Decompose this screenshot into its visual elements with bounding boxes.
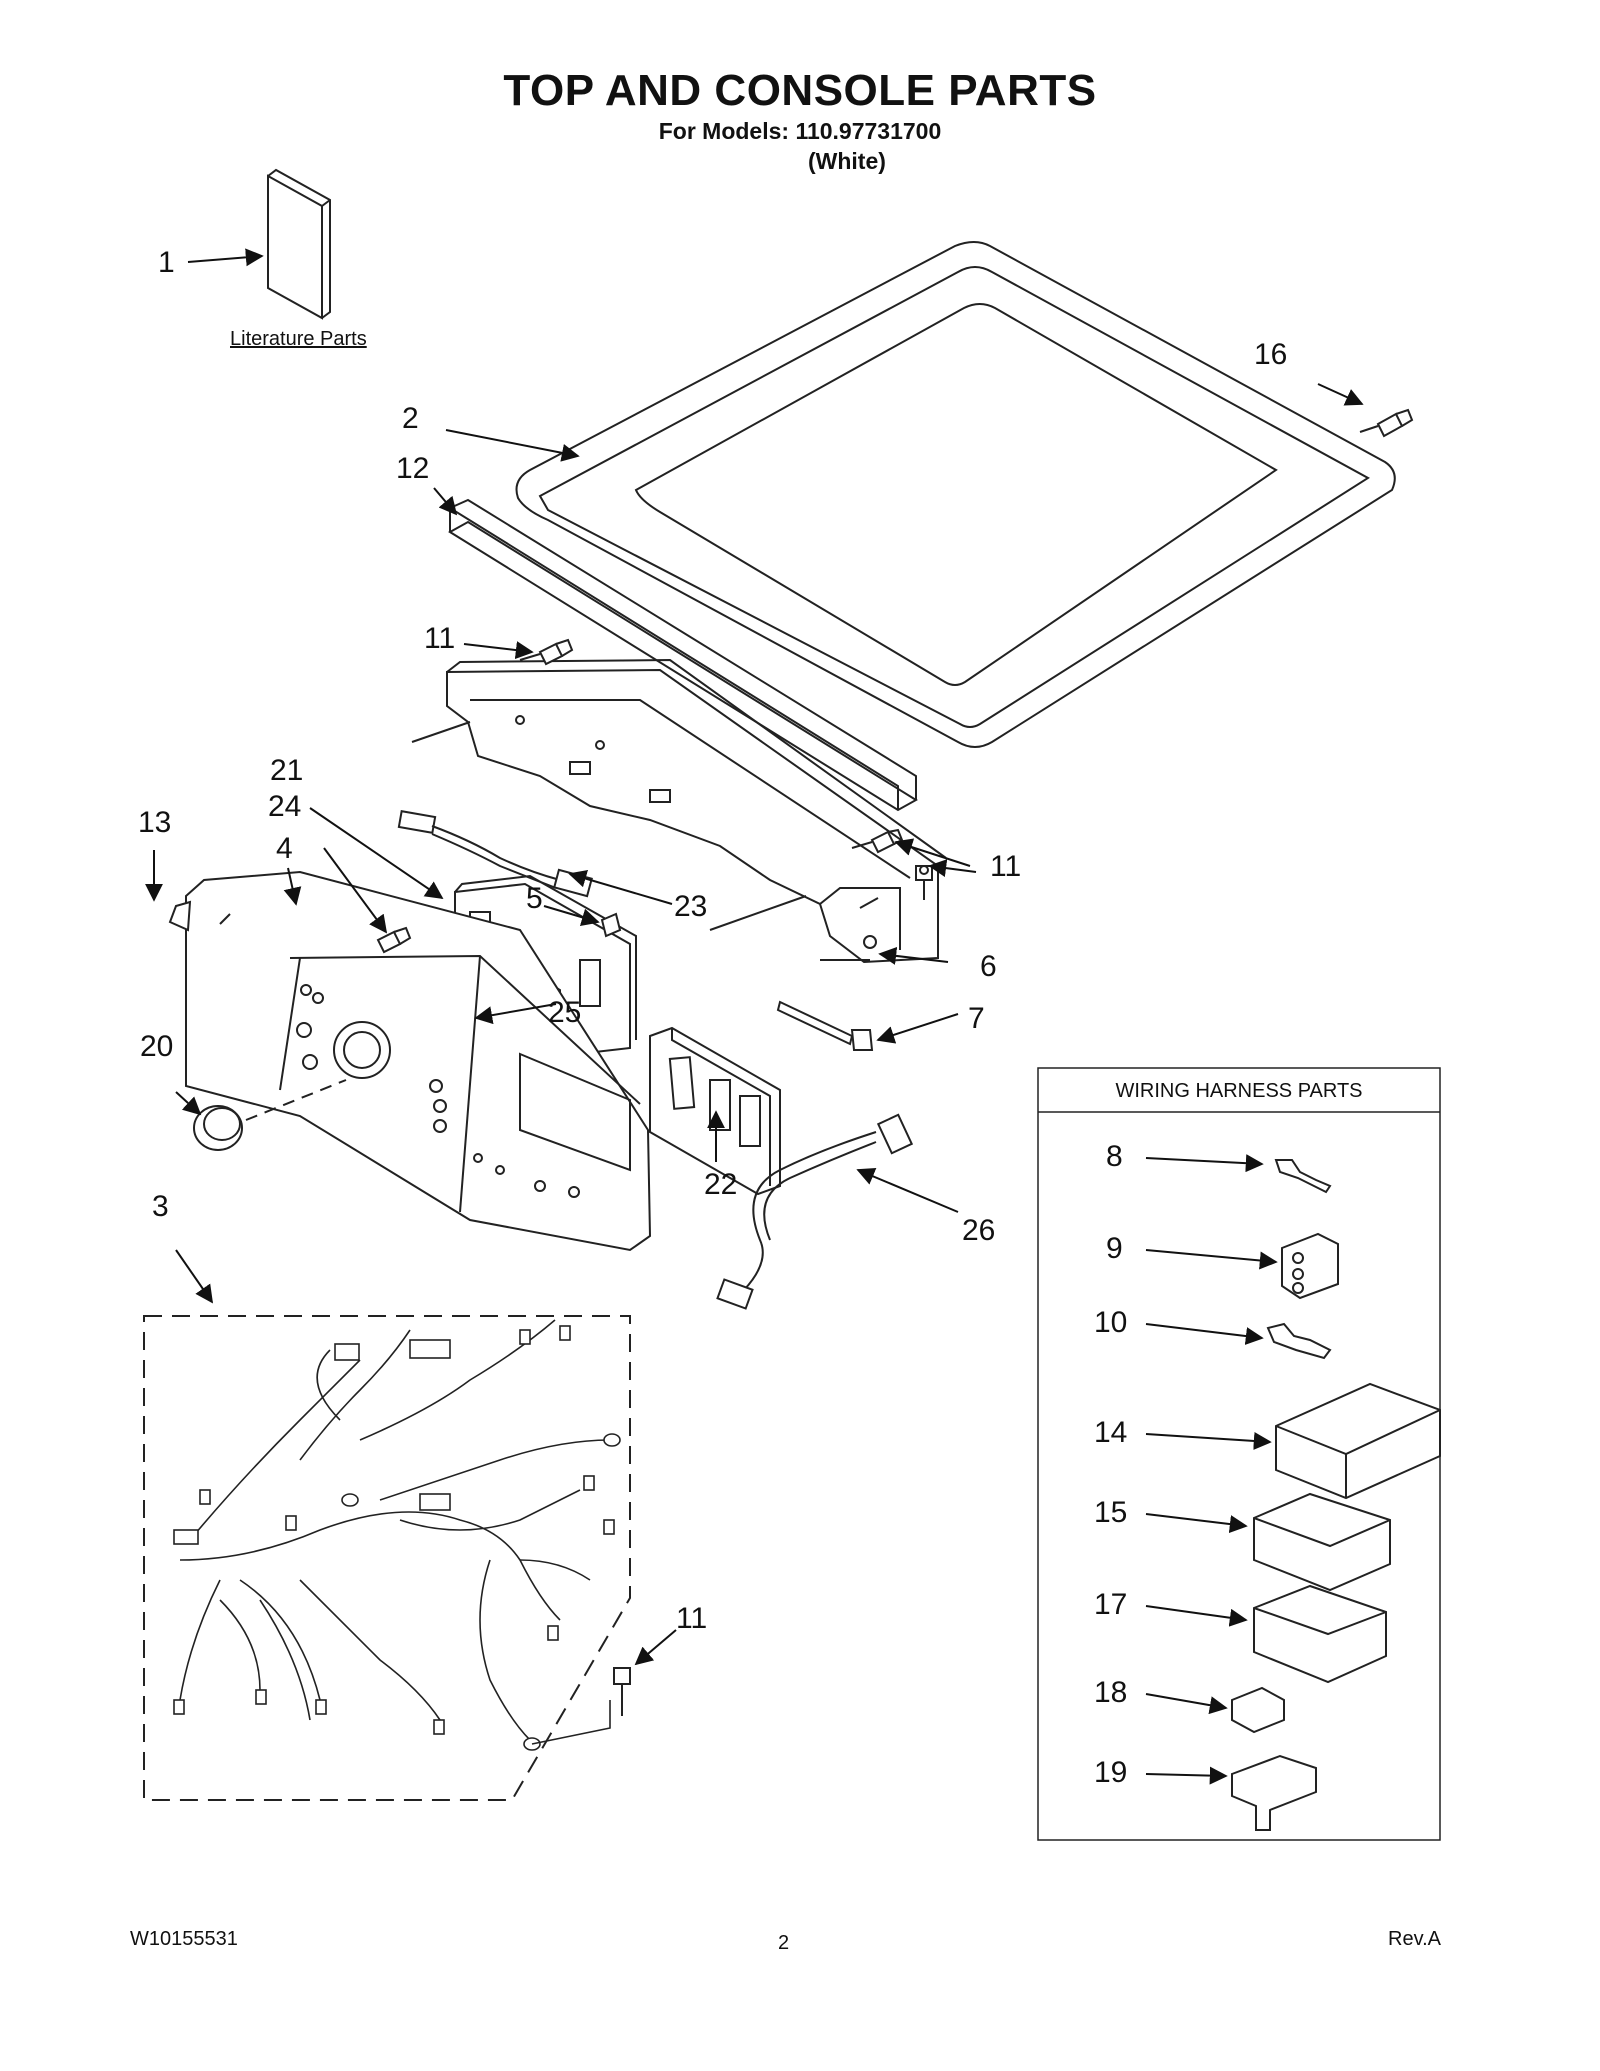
callout-5: 5	[526, 882, 543, 915]
front-strip-part	[448, 498, 918, 812]
connector-part-18	[1231, 1686, 1285, 1734]
housing-part-14	[1275, 1382, 1441, 1500]
console-bracket-part	[411, 658, 947, 964]
callout-11-bottom: 11	[676, 1602, 708, 1635]
callout-4: 4	[276, 832, 293, 865]
color-subtitle-text: (White)	[808, 148, 886, 174]
callout-15: 15	[1094, 1496, 1128, 1529]
screw-part-11-top	[519, 638, 574, 666]
callout-9: 9	[1106, 1232, 1123, 1265]
callout-14: 14	[1094, 1416, 1128, 1449]
page-number: 2	[778, 1932, 790, 1954]
callout-19: 19	[1094, 1756, 1128, 1789]
callout-7: 7	[968, 1002, 985, 1035]
page-title: TOP AND CONSOLE PARTS	[503, 66, 1097, 115]
harness-part-26	[716, 1113, 914, 1310]
callout-16: 16	[1254, 338, 1288, 371]
callout-12: 12	[396, 452, 430, 485]
callout-26: 26	[962, 1214, 996, 1247]
cable-tie-part-7	[776, 1000, 874, 1051]
callout-6: 6	[980, 950, 997, 983]
screw-part-11-right-b	[915, 865, 933, 900]
wiring-harness-title: WIRING HARNESS PARTS	[1115, 1080, 1363, 1102]
small-harness-part-23	[397, 810, 593, 898]
callout-2: 2	[402, 402, 419, 435]
document-number: W10155531	[130, 1928, 238, 1950]
knob-part-20	[193, 1079, 347, 1151]
callout-23: 23	[674, 890, 708, 923]
screw-part-24	[376, 926, 412, 954]
callout-21: 21	[270, 754, 304, 787]
leader-lines	[145, 248, 1364, 1785]
callout-24: 24	[268, 790, 302, 823]
terminal-part-10	[1266, 1322, 1332, 1360]
callout-11-right: 11	[990, 850, 1022, 883]
connector-part-9	[1281, 1232, 1339, 1300]
callout-25: 25	[548, 996, 582, 1029]
callout-11-top: 11	[424, 622, 456, 655]
screw-part-16	[1359, 408, 1414, 438]
callout-13: 13	[138, 806, 172, 839]
callout-1: 1	[158, 246, 175, 279]
console-panel-part-4	[168, 870, 652, 1252]
literature-parts-label: Literature Parts	[230, 328, 367, 350]
callout-17: 17	[1094, 1588, 1128, 1621]
top-panel-part	[515, 241, 1396, 748]
connector-part-19	[1231, 1754, 1317, 1831]
callout-8: 8	[1106, 1140, 1123, 1173]
terminal-part-8	[1274, 1159, 1332, 1194]
screw-part-11-right-a	[851, 828, 904, 854]
housing-part-17	[1253, 1584, 1387, 1684]
model-subtitle: For Models: 110.97731700	[658, 118, 942, 144]
callout-20: 20	[140, 1030, 174, 1063]
housing-part-15	[1253, 1492, 1391, 1592]
callout-3: 3	[152, 1190, 169, 1223]
callout-22: 22	[704, 1168, 738, 1201]
clip-part-5	[600, 912, 622, 938]
literature-book-part	[267, 168, 331, 320]
main-harness-part-3	[173, 1319, 621, 1751]
callout-10: 10	[1094, 1306, 1128, 1339]
callout-18: 18	[1094, 1676, 1128, 1709]
harness-boundary	[143, 1315, 631, 1801]
revision-label: Rev.A	[1388, 1928, 1441, 1950]
screw-part-11-bottom	[613, 1667, 631, 1716]
